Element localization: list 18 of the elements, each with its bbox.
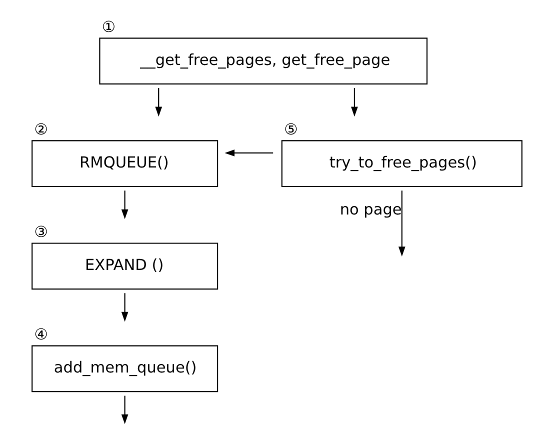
node-label: ② (34, 120, 48, 138)
node-label: ③ (34, 222, 48, 241)
arrow (121, 190, 128, 220)
node-box: EXPAND () (32, 242, 218, 290)
arrow (155, 88, 162, 117)
node-box: RMQUEUE() (32, 140, 218, 188)
edge-label: no page (340, 200, 402, 219)
node-box: __get_free_pages, get_free_page (99, 38, 428, 85)
node-label: ④ (34, 325, 48, 344)
arrow (121, 396, 128, 424)
node-box: add_mem_queue() (32, 345, 218, 392)
node-label: ① (102, 18, 116, 36)
node-box: try_to_free_pages() (281, 140, 522, 188)
arrow (121, 293, 128, 322)
arrow (351, 88, 358, 117)
arrow (398, 190, 406, 256)
node-label: ⑤ (284, 120, 298, 138)
arrow (224, 150, 274, 156)
